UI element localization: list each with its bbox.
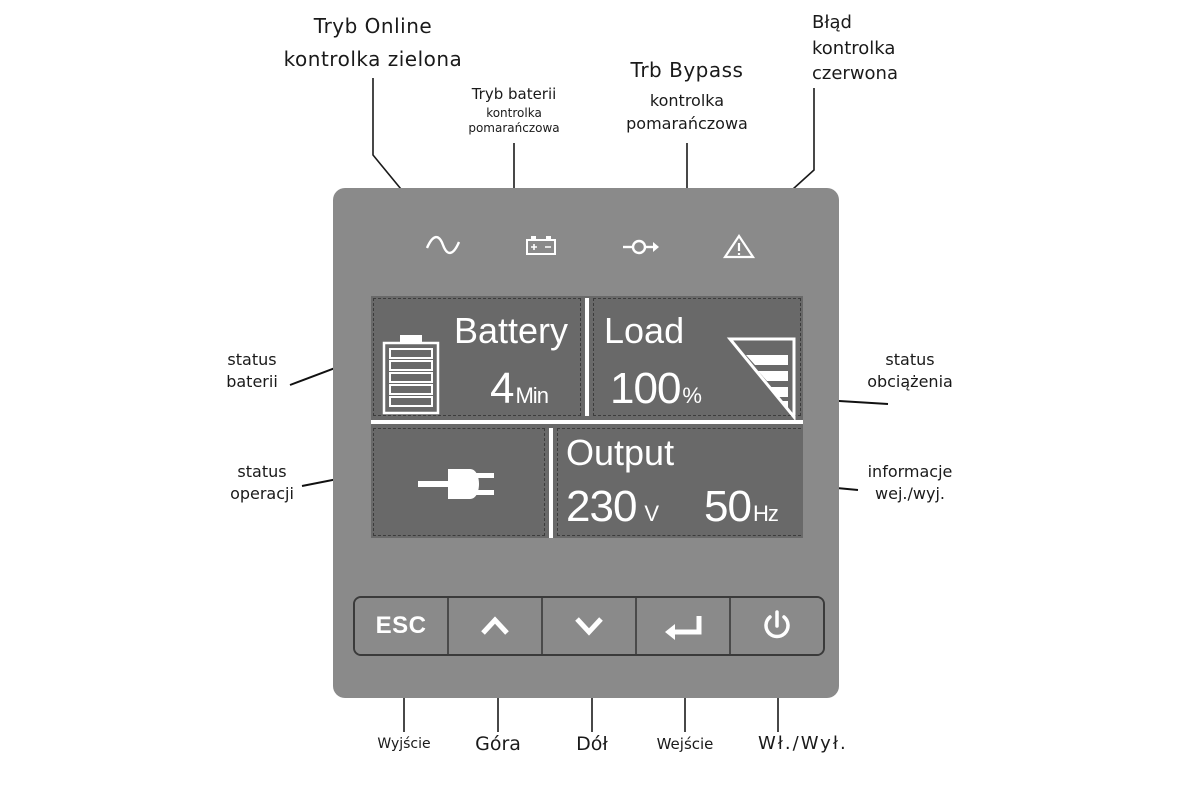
io-info-label: informacje wej./wyj.: [867, 462, 953, 503]
vertical-divider-top: [585, 298, 589, 416]
bypass-mode-label: Trb Bypass kontrolka pomarańczowa: [626, 58, 748, 133]
chevron-up-icon: [481, 616, 509, 635]
lcd-screen: Battery 4Min Load 100%: [371, 296, 803, 538]
output-voltage-unit: V: [644, 501, 659, 526]
output-voltage: 230 V: [566, 482, 659, 531]
load-title: Load: [604, 310, 685, 351]
operation-panel: [373, 428, 545, 536]
load-value: 100%: [610, 364, 702, 413]
plug-icon: [414, 463, 498, 510]
warning-triangle-icon: [717, 230, 761, 260]
operation-status-label: status operacji: [230, 462, 294, 503]
up-button[interactable]: [449, 598, 543, 654]
output-frequency-value: 50: [704, 482, 752, 531]
up-caption: Góra: [475, 733, 521, 755]
chevron-down-icon: [575, 617, 603, 636]
load-status-label: status obciążenia: [867, 350, 953, 391]
battery-title: Battery: [454, 310, 569, 351]
online-mode-label: Tryb Online kontrolka zielona: [283, 14, 463, 71]
enter-button[interactable]: [637, 598, 731, 654]
button-strip: ESC: [353, 596, 825, 656]
ups-control-panel: Battery 4Min Load 100%: [333, 188, 839, 698]
enter-caption: Wejście: [656, 735, 714, 753]
down-caption: Dół: [576, 733, 608, 755]
fault-label: Błąd kontrolka czerwona: [812, 12, 898, 84]
esc-button[interactable]: ESC: [355, 598, 449, 654]
horizontal-divider: [371, 420, 803, 424]
sine-wave-icon: [421, 230, 465, 260]
enter-icon: [665, 616, 702, 640]
down-button[interactable]: [543, 598, 637, 654]
output-frequency-unit: Hz: [752, 501, 779, 526]
power-button[interactable]: [731, 598, 823, 654]
output-frequency: 50Hz: [704, 482, 779, 531]
battery-runtime-value: 4: [490, 364, 515, 413]
battery-mode-label: Tryb baterii kontrolka pomarańczowa: [468, 85, 560, 135]
output-title: Output: [566, 432, 675, 473]
load-percent-value: 100: [610, 364, 681, 413]
vertical-divider-bottom: [549, 428, 553, 538]
battery-runtime-unit: Min: [515, 383, 548, 408]
power-caption: Wł./Wył.: [758, 733, 848, 754]
battery-runtime: 4Min: [490, 364, 549, 413]
battery-panel: Battery 4Min: [373, 298, 581, 416]
output-voltage-value: 230: [566, 482, 637, 531]
battery-icon: [519, 230, 563, 260]
load-percent-unit: %: [682, 383, 702, 408]
output-panel: Output 230 V 50Hz: [557, 428, 801, 536]
load-panel: Load 100%: [593, 298, 801, 422]
load-level-icon: [726, 337, 798, 426]
esc-button-label: ESC: [375, 612, 427, 639]
battery-status-label: status baterii: [226, 350, 278, 391]
esc-caption: Wyjście: [377, 736, 431, 752]
bypass-icon: [619, 230, 663, 260]
power-icon: [764, 610, 790, 639]
battery-level-icon: [380, 333, 442, 420]
